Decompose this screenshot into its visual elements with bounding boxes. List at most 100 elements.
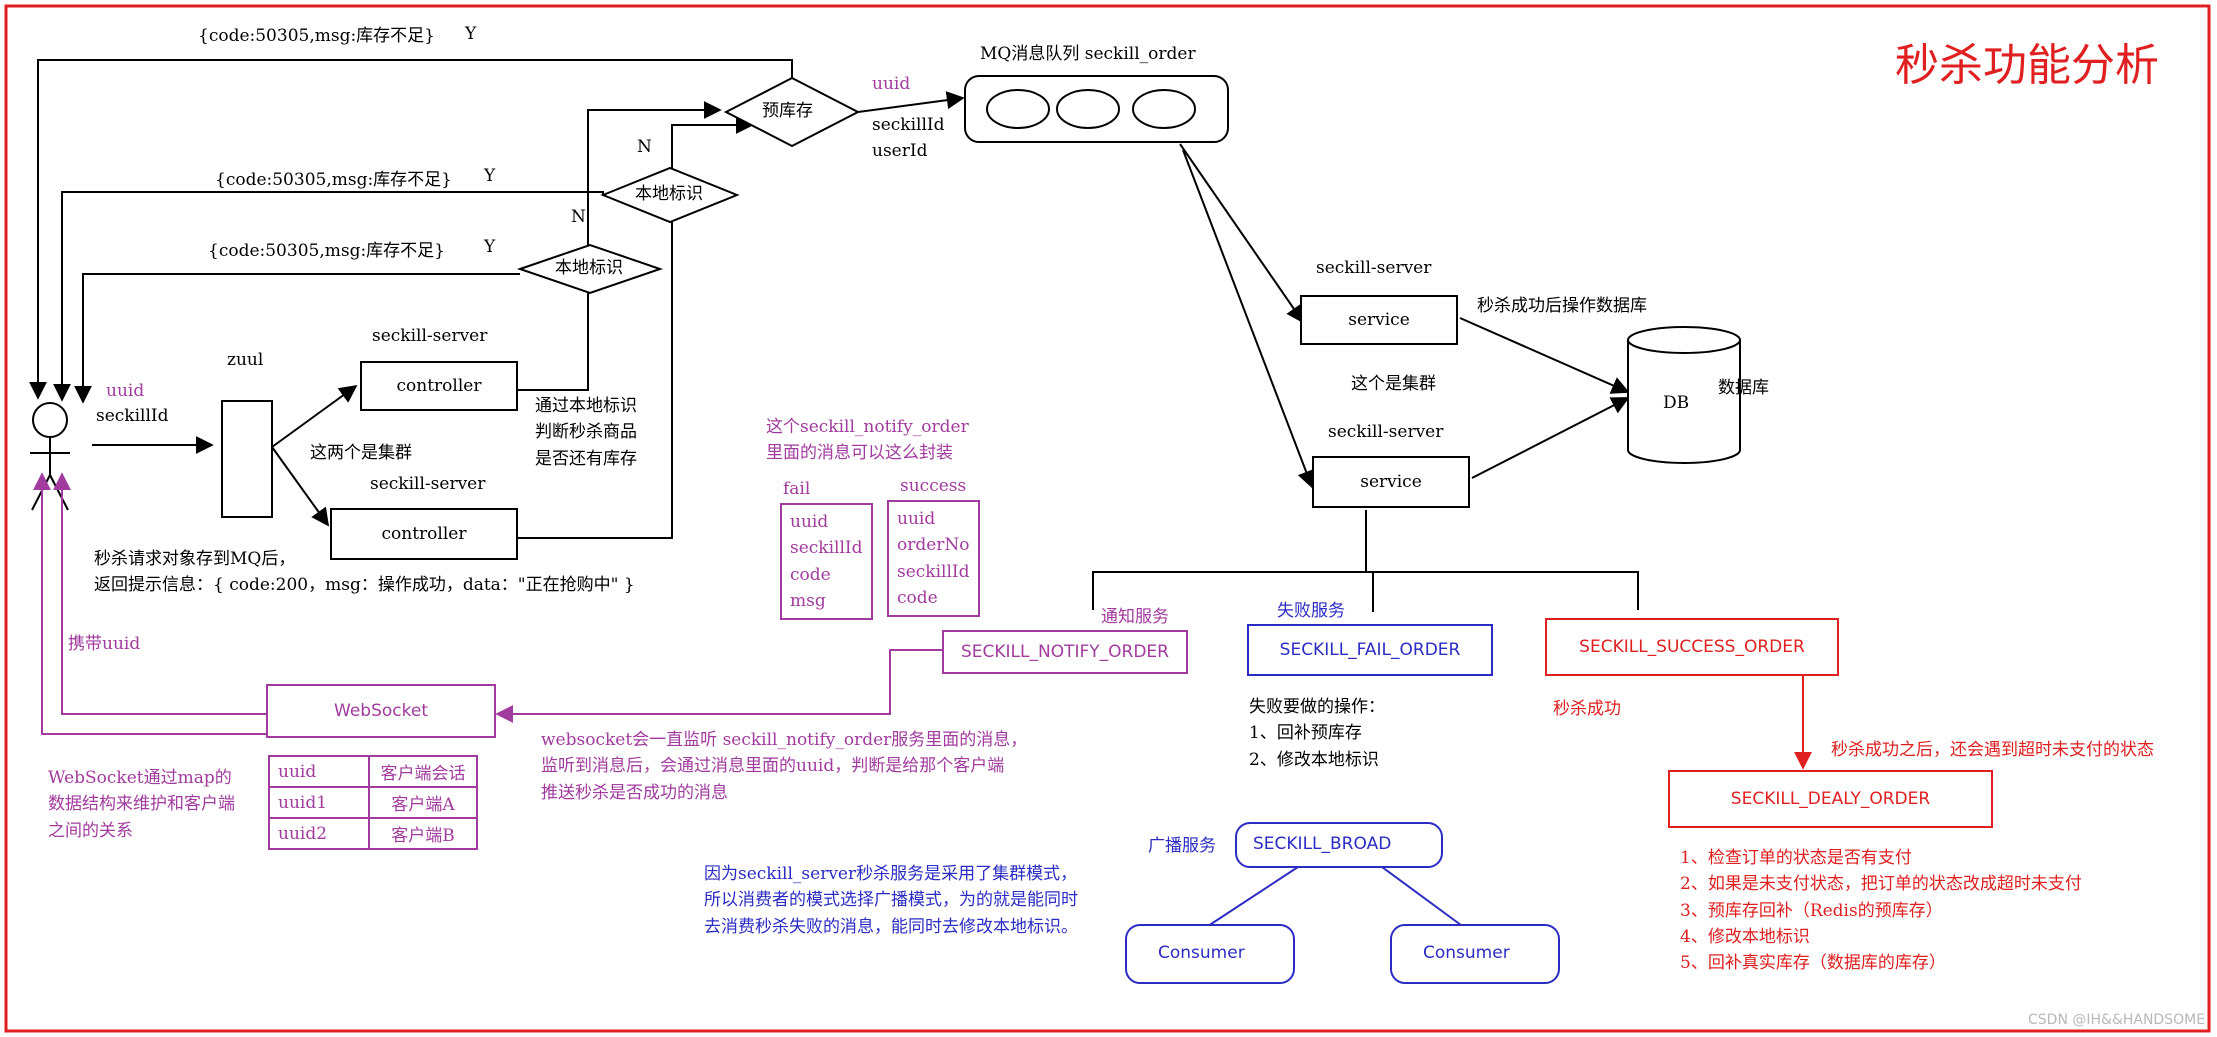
broad-queue-label: SECKILL_BROAD bbox=[1253, 834, 1392, 854]
return-message-1: {code:50305,msg:库存不足} bbox=[198, 26, 435, 46]
success-field-4: code bbox=[897, 588, 938, 609]
broad-to-consumer1-line bbox=[1204, 866, 1299, 929]
fail-field-1: uuid bbox=[790, 512, 829, 532]
notify-service-caption: 通知服务 bbox=[1101, 607, 1169, 627]
local-flag-top-diamond bbox=[600, 166, 740, 224]
client-uuid-label: uuid bbox=[106, 381, 145, 401]
websocket-map-note: WebSocket通过map的 数据结构来维护和客户端 之间的关系 bbox=[48, 768, 235, 841]
controller1-to-local-flag-arrow bbox=[518, 290, 589, 391]
controller-2-box: controller bbox=[330, 508, 518, 560]
fail-order-queue: SECKILL_FAIL_ORDER bbox=[1247, 624, 1493, 676]
local-flag-bottom-label: 本地标识 bbox=[555, 258, 623, 278]
table-row: uuid 客户端会话 bbox=[268, 755, 478, 788]
websocket-listen-note: websocket会一直监听 seckill_notify_order服务里面的… bbox=[541, 730, 1028, 803]
service2-to-db-arrow bbox=[1471, 397, 1630, 479]
local-flag-top-label: 本地标识 bbox=[635, 184, 703, 204]
mq-fields-label: seckillId userId bbox=[872, 115, 945, 162]
mq-to-service1-arrow bbox=[1179, 143, 1305, 324]
return-message-2: {code:50305,msg:库存不足} bbox=[215, 170, 452, 190]
return-arrow-local-flag-top bbox=[53, 191, 604, 402]
branch-y2-label: Y bbox=[484, 166, 496, 186]
service-1-box: service bbox=[1300, 295, 1458, 345]
controller-1-box: controller bbox=[360, 361, 518, 411]
branch-n2-label: N bbox=[571, 207, 586, 227]
dealy-caption: 秒杀成功之后，还会遇到超时未支付的状态 bbox=[1831, 740, 2154, 760]
consumer-2-label: Consumer bbox=[1423, 943, 1510, 963]
websocket-back-line bbox=[33, 472, 266, 735]
outer-frame bbox=[4, 4, 2211, 1033]
success-field-1: uuid bbox=[897, 509, 936, 529]
zuul-gateway-box bbox=[221, 400, 273, 518]
success-package-title: success bbox=[900, 476, 967, 496]
zuul-to-controller2-arrow bbox=[271, 446, 330, 527]
mq-to-service2-arrow bbox=[1182, 149, 1315, 489]
local-flag-to-prestock-arrow-n1 bbox=[587, 101, 722, 254]
local-check-note: 通过本地标识 判断秒杀商品 是否还有库存 bbox=[535, 396, 637, 469]
prestock-label: 预库存 bbox=[762, 101, 813, 121]
success-field-3: seckillId bbox=[897, 561, 970, 582]
broad-service-caption: 广播服务 bbox=[1148, 836, 1216, 856]
branch-y3-label: Y bbox=[484, 237, 496, 257]
dealy-order-queue: SECKILL_DEALY_ORDER bbox=[1668, 770, 1993, 828]
seckill-server-label-1: seckill-server bbox=[372, 326, 488, 346]
table-cell: 客户端A bbox=[368, 786, 478, 819]
broad-queue-box bbox=[1235, 822, 1443, 868]
table-cell: uuid1 bbox=[268, 786, 370, 819]
mq-uuid-label: uuid bbox=[872, 74, 911, 94]
local-flag-to-prestock-arrow-n2 bbox=[671, 116, 754, 172]
prestock-diamond bbox=[723, 76, 861, 148]
consumer-1-label: Consumer bbox=[1158, 943, 1245, 963]
table-cell: 客户端B bbox=[368, 817, 478, 850]
service1-to-db-arrow bbox=[1459, 317, 1630, 394]
mq-slot-1 bbox=[986, 89, 1050, 129]
consumer-2-box bbox=[1390, 924, 1560, 984]
broad-to-consumer2-line bbox=[1381, 866, 1466, 929]
dealy-operations-note: 1、检查订单的状态是否有支付 2、如果是未支付状态，把订单的状态改成超时未支付 … bbox=[1680, 848, 2082, 974]
websocket-to-client-arrow bbox=[53, 472, 266, 715]
branch-n1-label: N bbox=[637, 137, 652, 157]
table-cell: uuid2 bbox=[268, 817, 370, 850]
mq-slot-3 bbox=[1132, 89, 1196, 129]
table-row: uuid2 客户端B bbox=[268, 817, 478, 850]
fail-field-4: msg bbox=[790, 591, 826, 612]
success-order-queue: SECKILL_SUCCESS_ORDER bbox=[1545, 618, 1839, 676]
table-cell: uuid bbox=[268, 755, 370, 788]
broadcast-note: 因为seckill_server秒杀服务是采用了集群模式， 所以消费者的模式选择… bbox=[704, 864, 1078, 937]
carry-uuid-label: 携带uuid bbox=[68, 634, 141, 654]
db-operation-note: 秒杀成功后操作数据库 bbox=[1477, 296, 1647, 316]
mq-slot-2 bbox=[1056, 89, 1120, 129]
seckill-server-label-4: seckill-server bbox=[1328, 422, 1444, 442]
websocket-box: WebSocket bbox=[266, 684, 496, 738]
fail-operations-note: 失败要做的操作： 1、回补预库存 2、修改本地标识 bbox=[1249, 697, 1385, 770]
client-actor-icon bbox=[30, 402, 70, 511]
return-arrow-prestock bbox=[29, 59, 793, 400]
fail-service-caption: 失败服务 bbox=[1277, 601, 1345, 621]
database-cylinder bbox=[1627, 326, 1741, 464]
cluster-note-controllers: 这两个是集群 bbox=[310, 443, 412, 463]
websocket-session-table: uuid 客户端会话 uuid1 客户端A uuid2 客户端B bbox=[268, 755, 478, 850]
service-2-box: service bbox=[1312, 456, 1470, 508]
notify-to-websocket-arrow bbox=[495, 649, 942, 723]
table-row: uuid1 客户端A bbox=[268, 786, 478, 819]
client-seckillid-label: seckillId bbox=[96, 406, 169, 426]
fail-field-2: seckillId bbox=[790, 538, 863, 559]
branch-y1-label: Y bbox=[465, 24, 477, 44]
controller2-to-local-flag-arrow bbox=[518, 222, 673, 539]
watermark-text: CSDN @IH&&HANDSOME bbox=[2028, 1012, 2206, 1028]
zuul-to-controller1-arrow bbox=[271, 384, 358, 448]
consumer-1-box bbox=[1125, 924, 1295, 984]
success-field-2: orderNo bbox=[897, 535, 970, 556]
return-arrow-local-flag-bottom bbox=[74, 273, 520, 404]
fail-package-title: fail bbox=[783, 479, 811, 499]
db-label: DB bbox=[1663, 393, 1690, 413]
mq-label: MQ消息队列 seckill_order bbox=[980, 44, 1196, 64]
mq-return-note: 秒杀请求对象存到MQ后， 返回提示信息：{ code:200，msg：操作成功，… bbox=[94, 549, 635, 596]
cluster-note-services: 这个是集群 bbox=[1351, 374, 1436, 394]
queue-branch-line bbox=[1092, 571, 1639, 610]
return-message-3: {code:50305,msg:库存不足} bbox=[208, 241, 445, 261]
seckill-server-label-2: seckill-server bbox=[370, 474, 486, 494]
seckill-server-label-3: seckill-server bbox=[1316, 258, 1432, 278]
zuul-label: zuul bbox=[227, 350, 264, 370]
